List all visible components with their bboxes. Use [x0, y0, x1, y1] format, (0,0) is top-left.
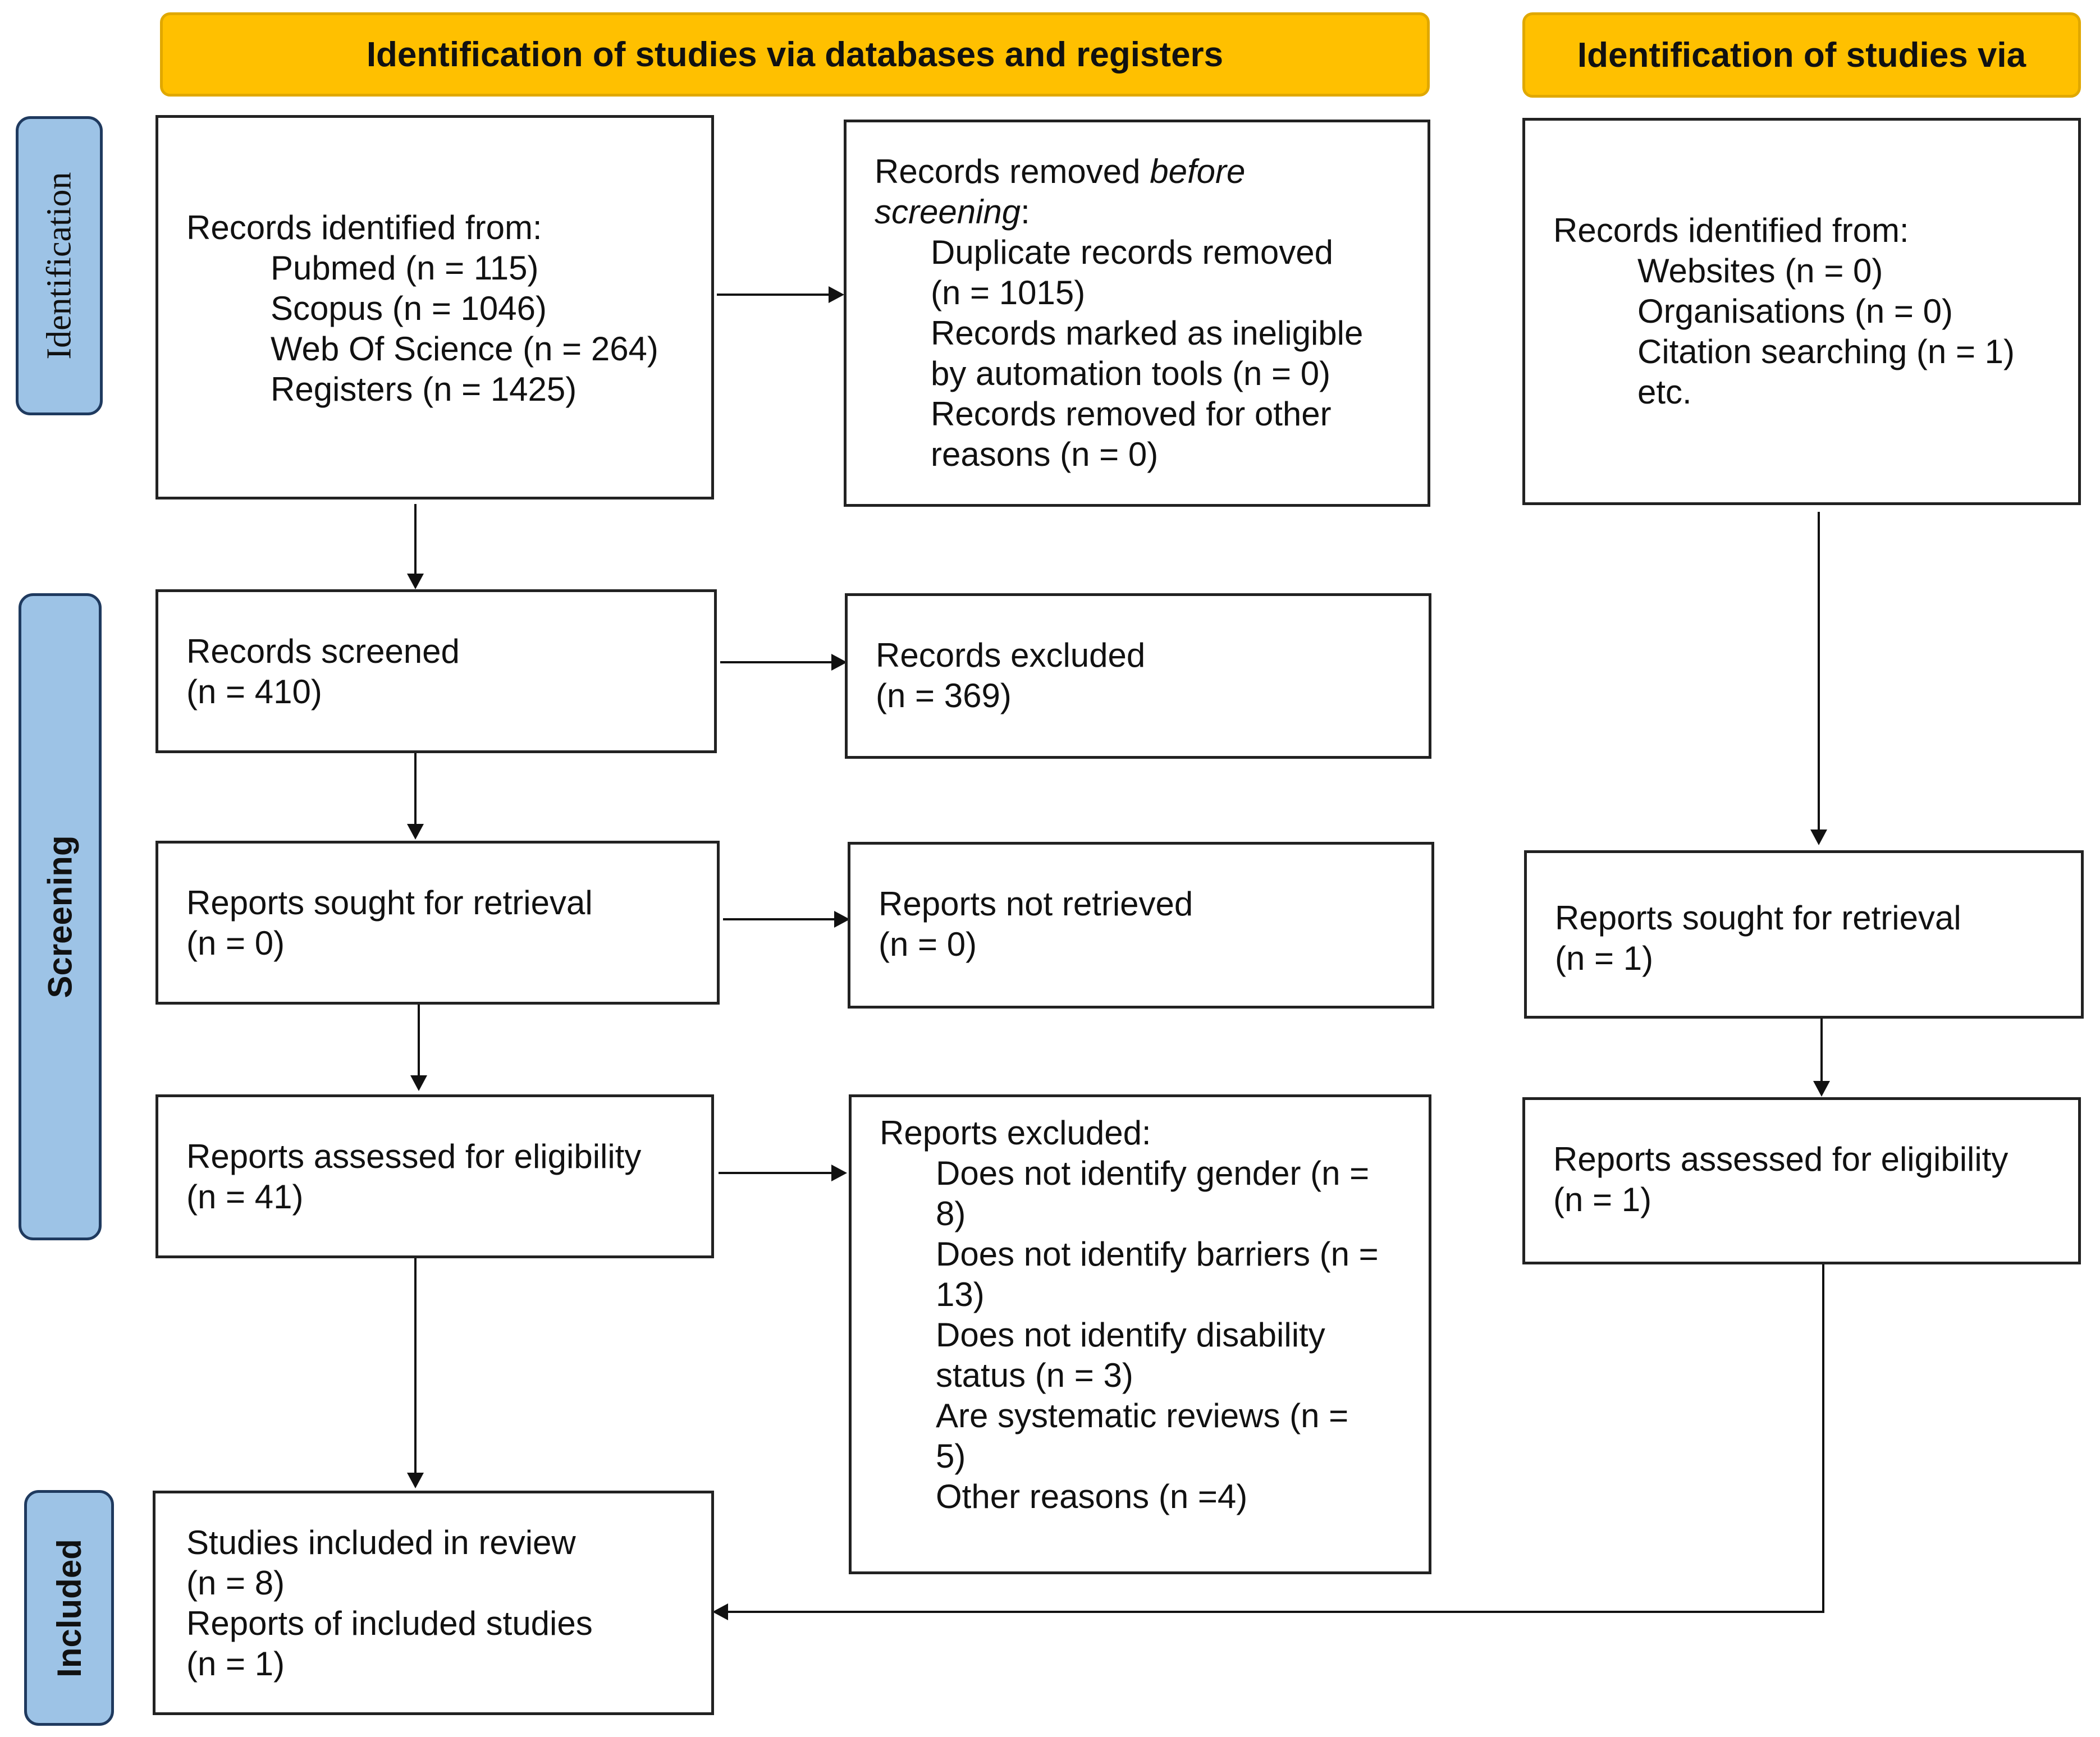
removed-line: Duplicate records removed: [931, 233, 1333, 271]
reports-not-retrieved-count: (n = 0): [879, 925, 977, 963]
removed-line: (n = 1015): [931, 274, 1086, 311]
arrowhead-other-assessed: [1813, 1081, 1830, 1097]
records-excluded-count: (n = 369): [876, 677, 1012, 714]
records-removed-title-line1: Records removed before: [875, 152, 1416, 192]
removed-line: Records marked as ineligible: [931, 314, 1364, 352]
reports-not-retrieved-title: Reports not retrieved: [879, 885, 1193, 923]
excluded-reason-line: 13): [936, 1276, 985, 1313]
other-reports-assessed-title: Reports assessed for eligibility: [1553, 1140, 2009, 1178]
records-screened-count: (n = 410): [186, 673, 322, 711]
reports-excluded-title: Reports excluded:: [880, 1114, 1151, 1152]
excluded-reason-line: status (n = 3): [936, 1356, 1133, 1394]
arrowhead-screened: [407, 574, 424, 589]
other-source-organisations: Organisations (n = 0): [1637, 292, 1953, 330]
phase-identification-label: Identification: [40, 172, 79, 360]
other-source-etc: etc.: [1637, 373, 1692, 411]
header-other-label: Identification of studies via: [1577, 35, 2026, 75]
reports-sought-box: Reports sought for retrieval (n = 0): [155, 841, 720, 1005]
reports-sought-title: Reports sought for retrieval: [186, 884, 593, 922]
studies-included-box: Studies included in review (n = 8) Repor…: [153, 1491, 714, 1715]
reports-assessed-box: Reports assessed for eligibility (n = 41…: [155, 1094, 714, 1258]
phase-screening: Screening: [19, 593, 102, 1240]
other-reports-assessed-count: (n = 1): [1553, 1181, 1652, 1218]
other-source-citation-searching: Citation searching (n = 1): [1637, 333, 2015, 370]
phase-screening-label: Screening: [41, 835, 79, 998]
records-removed-title-line2: screening:: [875, 192, 1416, 232]
arrowhead-assessed: [410, 1075, 427, 1091]
header-databases-label: Identification of studies via databases …: [366, 35, 1224, 74]
removed-line: by automation tools (n = 0): [931, 355, 1331, 392]
other-identified-title: Records identified from:: [1553, 212, 1909, 249]
studies-included-line: Reports of included studies: [186, 1605, 593, 1642]
records-screened-box: Records screened (n = 410): [155, 589, 717, 753]
reports-sought-count: (n = 0): [186, 924, 285, 962]
phase-identification: Identification: [16, 116, 103, 415]
arrowhead-not-retrieved: [834, 911, 850, 928]
source-web-of-science: Web Of Science (n = 264): [271, 330, 658, 368]
excluded-reason-line: Does not identify gender (n =: [936, 1154, 1370, 1192]
excluded-reason-line: 5): [936, 1437, 966, 1475]
records-screened-title: Records screened: [186, 633, 460, 670]
header-other-methods: Identification of studies via: [1522, 12, 2081, 98]
source-scopus: Scopus (n = 1046): [271, 290, 547, 327]
reports-assessed-count: (n = 41): [186, 1178, 304, 1216]
records-identified-title: Records identified from:: [186, 209, 542, 246]
studies-included-line: (n = 8): [186, 1564, 285, 1602]
studies-included-line: Studies included in review: [186, 1524, 576, 1561]
studies-included-line: (n = 1): [186, 1645, 285, 1683]
records-removed-title-colon: :: [1021, 193, 1030, 231]
excluded-reason-line: 8): [936, 1195, 966, 1232]
reports-assessed-title: Reports assessed for eligibility: [186, 1138, 642, 1175]
arrowhead-sought: [407, 824, 424, 840]
removed-line: Records removed for other: [931, 395, 1332, 433]
source-pubmed: Pubmed (n = 115): [271, 249, 539, 287]
records-excluded-box: Records excluded (n = 369): [845, 593, 1431, 759]
excluded-reason-line: Does not identify disability: [936, 1316, 1325, 1354]
records-removed-box: Records removed before screening: Duplic…: [844, 120, 1430, 507]
other-reports-sought-title: Reports sought for retrieval: [1555, 899, 1961, 937]
records-removed-title-before: before: [1150, 153, 1246, 190]
phase-included-label: Included: [50, 1538, 88, 1678]
phase-included: Included: [24, 1490, 114, 1726]
removed-line: reasons (n = 0): [931, 436, 1159, 473]
records-removed-title-prefix: Records removed: [875, 153, 1150, 190]
other-reports-sought-box: Reports sought for retrieval (n = 1): [1524, 850, 2084, 1019]
header-databases: Identification of studies via databases …: [160, 12, 1430, 97]
arrowhead-removed: [829, 286, 844, 303]
excluded-reason-line: Does not identify barriers (n =: [936, 1235, 1379, 1273]
arrowhead-other-included: [712, 1603, 728, 1620]
reports-excluded-box: Reports excluded: Does not identify gend…: [849, 1094, 1431, 1574]
records-excluded-title: Records excluded: [876, 636, 1146, 674]
arrowhead-other-sought: [1810, 829, 1827, 845]
arrowhead-excluded: [831, 654, 847, 671]
arrowhead-reports-excluded: [831, 1165, 847, 1181]
other-reports-sought-count: (n = 1): [1555, 939, 1654, 977]
arrow-other-assessed-to-included: [715, 1264, 1824, 1613]
other-identified-box: Records identified from: Websites (n = 0…: [1522, 118, 2081, 505]
other-reports-assessed-box: Reports assessed for eligibility (n = 1): [1522, 1097, 2081, 1264]
excluded-reason-line: Are systematic reviews (n =: [936, 1397, 1349, 1434]
excluded-reason-line: Other reasons (n =4): [936, 1478, 1248, 1515]
records-removed-title-screening: screening: [875, 193, 1021, 231]
records-identified-box: Records identified from: Pubmed (n = 115…: [155, 115, 714, 499]
arrowhead-included: [407, 1473, 424, 1488]
other-source-websites: Websites (n = 0): [1637, 252, 1883, 290]
reports-not-retrieved-box: Reports not retrieved (n = 0): [848, 842, 1434, 1009]
source-registers: Registers (n = 1425): [271, 370, 577, 408]
